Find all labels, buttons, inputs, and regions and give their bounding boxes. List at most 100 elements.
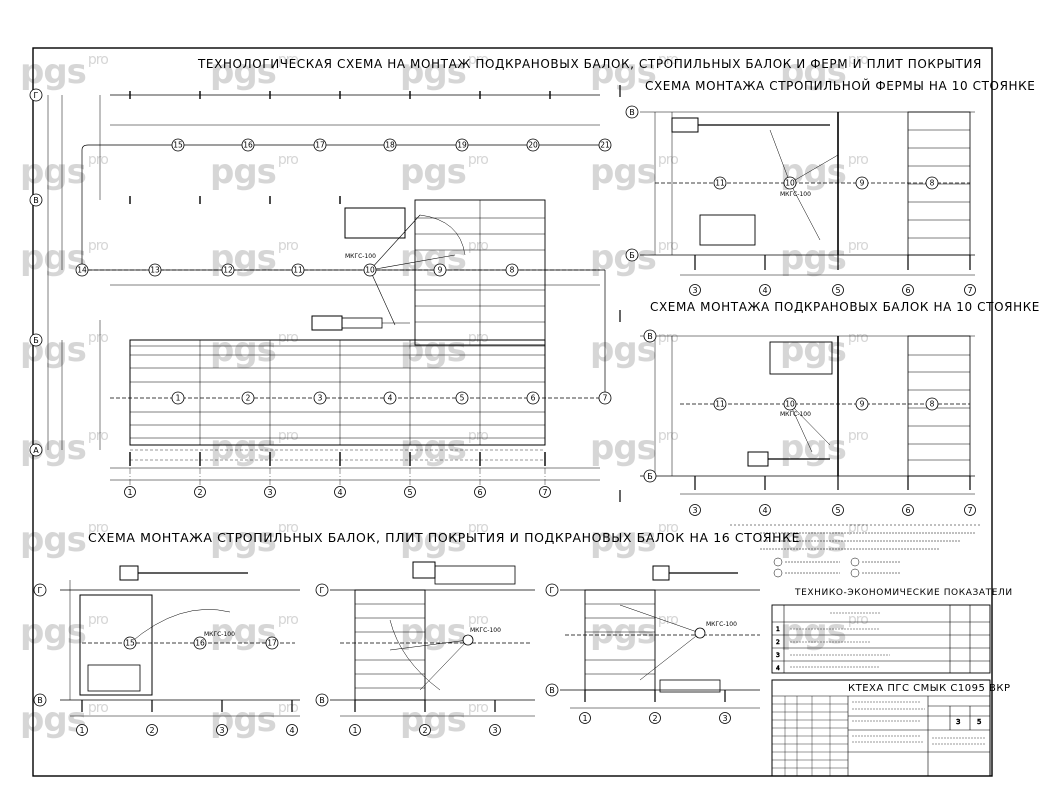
column-axis-bubble: 6	[902, 504, 914, 516]
column-axis-bubble: 2	[649, 712, 661, 724]
row-axis-bubble: В	[625, 105, 639, 119]
station-marker-label: 6	[531, 394, 536, 403]
station-marker: 8	[925, 176, 939, 190]
row-axis-bubble-label: Б	[629, 251, 635, 260]
station-marker: 17	[265, 636, 279, 650]
station-marker-label: 11	[715, 179, 725, 188]
station-marker-label: 1	[176, 394, 181, 403]
column-axis-bubble-label: 3	[492, 726, 497, 735]
column-axis-bubble-label: 4	[337, 488, 342, 497]
tep-row-number: 2	[776, 639, 780, 646]
column-axis-bubble-label: 1	[352, 726, 357, 735]
station-marker-label: 10	[785, 400, 795, 409]
row-axis-bubble-label: А	[33, 446, 39, 455]
station-marker: 14	[75, 263, 89, 277]
column-axis-bubble-label: 3	[692, 286, 697, 295]
station-marker: 21	[598, 138, 612, 152]
station-marker: 11	[713, 176, 727, 190]
station-marker: 8	[925, 397, 939, 411]
column-axis-bubble: 4	[286, 724, 298, 736]
column-axis-bubble: 3	[719, 712, 731, 724]
station-marker-label: 5	[460, 394, 465, 403]
row-axis-bubble-label: В	[549, 686, 555, 695]
tep-row-number: 4	[776, 665, 780, 672]
tep-row-number: 1	[776, 626, 780, 633]
row-axis-bubble-label: В	[37, 696, 43, 705]
column-axis-bubble-label: 1	[79, 726, 84, 735]
station-marker-label: 17	[315, 141, 325, 150]
column-axis-bubble: 5	[404, 486, 416, 498]
station-marker: 17	[313, 138, 327, 152]
column-axis-bubble-label: 6	[905, 286, 910, 295]
row-axis-bubble: Г	[29, 88, 43, 102]
station-marker: 6	[526, 391, 540, 405]
tep-row-number: 3	[776, 652, 780, 659]
station-marker: 8	[505, 263, 519, 277]
row-axis-bubble: В	[315, 693, 329, 707]
row-axis-bubble: Г	[545, 583, 559, 597]
station-marker: 15	[171, 138, 185, 152]
column-axis-bubble: 5	[832, 504, 844, 516]
column-axis-bubble: 2	[194, 486, 206, 498]
station-marker-label: 8	[510, 266, 515, 275]
station-marker-label: 14	[77, 266, 87, 275]
column-axis-bubble: 5	[832, 284, 844, 296]
column-axis-bubble: 3	[689, 284, 701, 296]
column-axis-bubble-label: 7	[542, 488, 547, 497]
row-axis-bubble-label: В	[629, 108, 635, 117]
station-marker-label: 19	[457, 141, 467, 150]
bottom-scheme-3	[560, 565, 760, 709]
row-axis-bubble-label: Г	[34, 91, 39, 100]
station-marker-label: 17	[267, 639, 277, 648]
column-axis-bubble: 6	[474, 486, 486, 498]
station-marker-label: 13	[150, 266, 160, 275]
row-axis-bubble: В	[643, 329, 657, 343]
row-axis-bubble-label: В	[33, 196, 39, 205]
column-axis-bubble: 2	[146, 724, 158, 736]
column-axis-bubble: 1	[76, 724, 88, 736]
station-marker-label: 2	[246, 394, 251, 403]
station-marker: 20	[526, 138, 540, 152]
row-axis-bubble: Г	[315, 583, 329, 597]
main-plan	[47, 85, 621, 502]
column-axis-bubble: 3	[216, 724, 228, 736]
station-marker-label: 16	[243, 141, 253, 150]
crane-label: МКГС-100	[780, 411, 811, 418]
crane-label: МКГС-100	[470, 627, 501, 634]
bottom-scheme-2	[330, 561, 535, 717]
station-marker-label: 9	[860, 400, 865, 409]
station-marker	[694, 627, 706, 639]
column-axis-bubble: 3	[264, 486, 276, 498]
legend-block	[730, 524, 980, 578]
column-axis-bubble-label: 6	[905, 506, 910, 515]
station-marker-label: 9	[860, 179, 865, 188]
column-axis-bubble-label: 3	[692, 506, 697, 515]
station-marker: 13	[148, 263, 162, 277]
station-marker: 10	[783, 176, 797, 190]
column-axis-bubble-label: 2	[149, 726, 154, 735]
station-marker: 7	[598, 391, 612, 405]
row-axis-bubble-label: В	[647, 332, 653, 341]
column-axis-bubble-label: 6	[477, 488, 482, 497]
